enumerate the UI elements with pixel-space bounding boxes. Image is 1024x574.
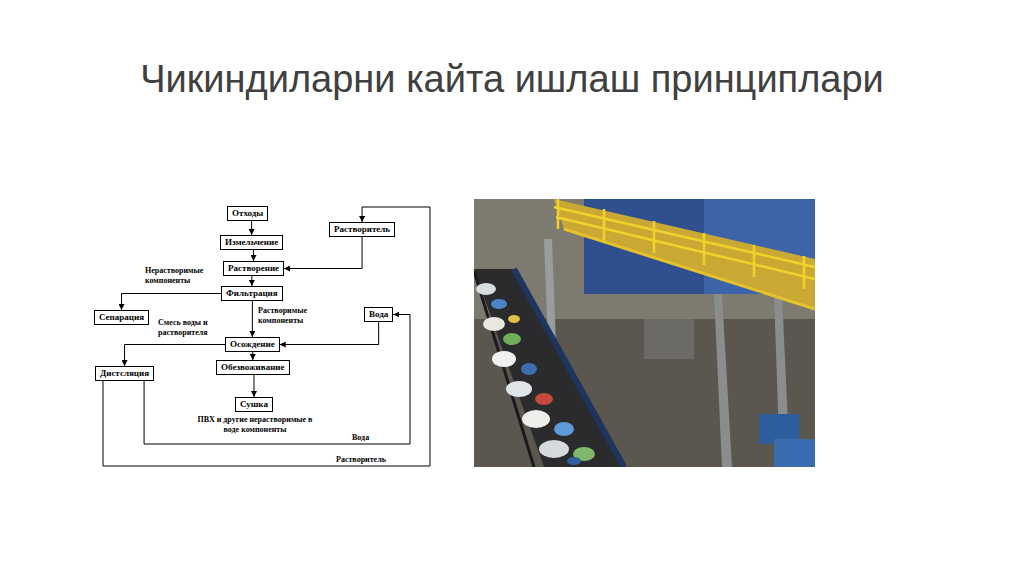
flow-arrow xyxy=(144,315,410,445)
edge-label: Смесь воды и растворителя xyxy=(158,318,220,338)
output-note: ПВХ и другие нерастворимые в воде компон… xyxy=(190,415,320,435)
machine xyxy=(644,319,694,359)
process-box: Отходы xyxy=(227,206,268,221)
process-box: Вода xyxy=(364,307,393,322)
waste-item xyxy=(554,422,574,436)
waste-item xyxy=(539,440,569,458)
process-box: Осождение xyxy=(225,337,280,352)
flow-arrow xyxy=(251,221,252,235)
flow-arrow xyxy=(252,352,253,360)
process-box: Дистсляция xyxy=(95,366,154,381)
flow-arrow xyxy=(122,294,221,311)
box-text: Вода xyxy=(369,309,388,319)
flow-arrow xyxy=(253,250,254,261)
flow-arrow xyxy=(284,237,362,269)
process-box: Обезвоживание xyxy=(216,360,290,375)
conveyor-rail xyxy=(514,269,624,467)
edge-label: Нерастворимые компоненты xyxy=(145,266,215,286)
process-box: Сепарация xyxy=(94,310,149,325)
box-text: Сепарация xyxy=(99,312,144,322)
conveyor-belt xyxy=(474,269,624,467)
box-text: Сушка xyxy=(240,399,268,409)
box-text: Фильтрация xyxy=(226,288,278,298)
process-box: Фильтрация xyxy=(221,286,283,301)
waste-item xyxy=(508,315,520,323)
recycling-photo xyxy=(474,199,815,467)
waste-item xyxy=(483,317,505,331)
flow-arrow xyxy=(251,276,252,286)
process-box: Растворение xyxy=(223,261,284,276)
waste-item xyxy=(567,457,581,465)
walkway-edge xyxy=(564,229,815,309)
flow-arrow xyxy=(103,207,430,466)
waste-item xyxy=(521,363,537,375)
steel-column xyxy=(714,294,732,467)
walkway xyxy=(554,199,815,309)
edge-label: Вода xyxy=(352,433,369,443)
edge-label: Растворитель xyxy=(336,455,386,465)
waste-item xyxy=(522,410,550,428)
crate xyxy=(774,439,815,467)
flow-arrow xyxy=(253,375,254,397)
box-text: Обезвоживание xyxy=(221,362,285,372)
waste-item xyxy=(492,351,516,367)
photo-ground xyxy=(474,199,815,467)
waste-item xyxy=(506,381,532,397)
waste-item xyxy=(476,283,496,295)
flow-arrow xyxy=(252,301,253,337)
edge-label: Растворимые компоненты xyxy=(258,306,330,326)
box-text: Измельчение xyxy=(225,237,278,247)
box-text: Растворение xyxy=(228,263,279,273)
flow-arrow xyxy=(125,345,225,367)
waste-item xyxy=(491,299,507,309)
process-box: Растворитель xyxy=(329,222,395,237)
box-text: Растворитель xyxy=(334,224,390,234)
slide-title: Чикиндиларни кайта ишлаш принциплари xyxy=(0,58,1024,101)
railing xyxy=(554,199,815,289)
box-text: Осождение xyxy=(230,339,275,349)
process-box: Измельчение xyxy=(220,235,283,250)
waste-item xyxy=(503,333,521,345)
waste-item xyxy=(535,393,553,405)
process-box: Сушка xyxy=(235,397,273,412)
box-text: Отходы xyxy=(232,208,263,218)
box-text: Дистсляция xyxy=(100,368,149,378)
waste-pile xyxy=(476,283,595,465)
